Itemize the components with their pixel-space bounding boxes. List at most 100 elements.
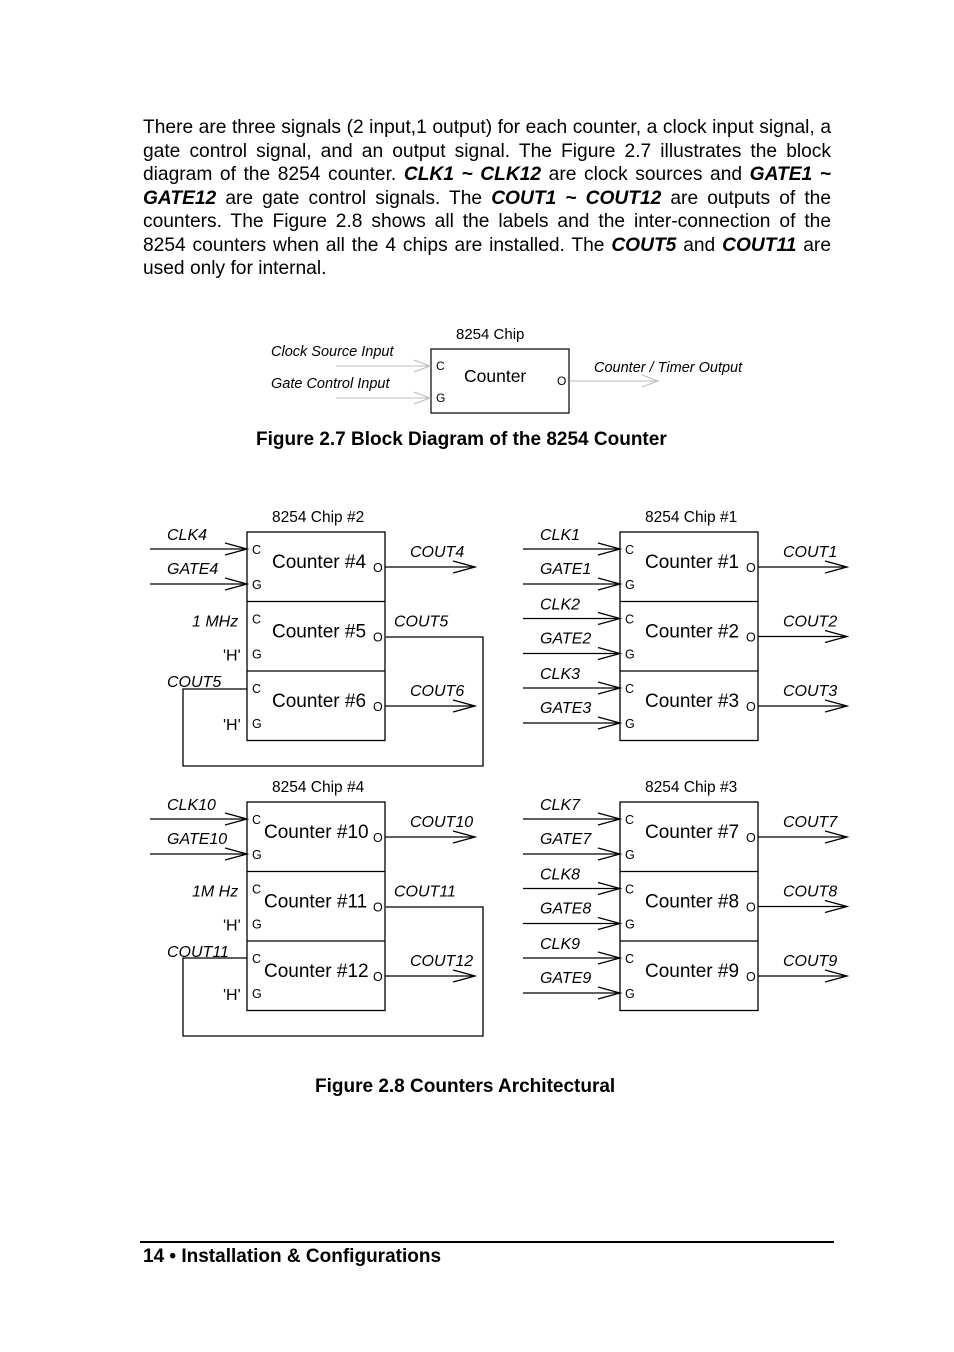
cout-range: COUT1 ~ COUT12 <box>491 187 662 209</box>
gate-input-arrow <box>523 646 623 661</box>
gate-range: GATE1 ~ GATE12 <box>143 164 831 209</box>
clock-input-arrow <box>150 812 250 826</box>
counter-output-label: COUT3 <box>783 683 837 700</box>
pin-c: C <box>252 883 261 897</box>
pin-o: O <box>373 700 383 714</box>
pin-g: G <box>625 717 635 731</box>
pin-g: G <box>252 578 262 592</box>
counter-output-label: COUT11 <box>394 884 456 901</box>
footer-bullet: • <box>169 1246 177 1267</box>
pin-o: O <box>746 700 756 714</box>
pin-g: G <box>252 648 262 662</box>
clock-input-label: COUT5 <box>167 674 221 691</box>
clock-input-label: 1M Hz <box>192 884 238 901</box>
counter-output-label: COUT1 <box>783 544 837 561</box>
counter-name: Counter #4 <box>272 552 366 573</box>
counter-output-label: COUT2 <box>783 614 837 631</box>
chip-title: 8254 Chip #4 <box>272 779 365 796</box>
clk-range: CLK1 ~ CLK12 <box>403 164 542 185</box>
cout5-feedback-wire <box>182 636 484 767</box>
figure-2-8-caption: Figure 2.8 Counters Architectural <box>315 1076 616 1097</box>
clock-input-arrow <box>523 951 623 965</box>
gate-input-label: GATE10 <box>167 831 227 848</box>
counter-name: Counter #7 <box>645 822 739 843</box>
gate-input-arrow <box>523 577 623 591</box>
pin-c: C <box>625 543 634 557</box>
para-text-4: are outputs of the counters. The Figure … <box>143 187 831 256</box>
counter-output-arrow <box>385 830 478 844</box>
counter-output-label: COUT6 <box>410 683 464 700</box>
clock-input-label: 1 MHz <box>192 614 238 631</box>
gate-input-label: GATE2 <box>540 631 591 648</box>
pin-c: C <box>252 613 261 627</box>
counter-name: Counter #1 <box>645 552 739 573</box>
pin-c: C <box>625 813 634 827</box>
fig27-signal-arrows <box>336 359 660 405</box>
pin-g: G <box>625 648 635 662</box>
pin-g: G <box>252 918 262 932</box>
pin-g: G <box>436 391 445 405</box>
clock-input-label: CLK4 <box>167 527 207 544</box>
counter-label: Counter <box>464 366 526 386</box>
chip-title: 8254 Chip #2 <box>272 509 364 526</box>
clock-input-arrow <box>523 611 623 626</box>
para-text-6: are used only for internal. <box>143 234 831 280</box>
counter-name: Counter #11 <box>264 892 367 913</box>
clock-input-label: CLK1 <box>540 527 580 544</box>
counter-output-label: COUT4 <box>410 544 464 561</box>
clock-input-label: CLK8 <box>540 867 580 884</box>
clock-input-arrow <box>523 542 623 556</box>
counter-block-diagram: 8254 Chip Counter C G O Clock Source Inp… <box>271 326 743 414</box>
pin-o: O <box>373 831 383 845</box>
pin-c: C <box>625 952 634 966</box>
counter-name: Counter #12 <box>264 961 369 982</box>
pin-o: O <box>746 901 756 915</box>
cout11-term: COUT11 <box>722 234 797 256</box>
chip-title: 8254 Chip #3 <box>645 779 737 796</box>
clock-input-label: CLK10 <box>167 797 216 814</box>
counter-name: Counter #9 <box>645 961 739 982</box>
counter-output-label: COUT12 <box>410 953 473 970</box>
counter-output-arrow <box>758 629 850 644</box>
clock-input-arrow <box>523 881 623 896</box>
counter-name: Counter #5 <box>272 622 366 643</box>
clock-input-label: CLK2 <box>540 597 580 614</box>
clock-input-arrow <box>523 812 623 826</box>
output-label: Counter / Timer Output <box>594 360 743 376</box>
counter-output-label: COUT10 <box>410 814 473 831</box>
footer-rule <box>140 1241 834 1243</box>
pin-o: O <box>373 901 383 915</box>
intro-paragraph: There are three signals (2 input,1 outpu… <box>143 116 831 281</box>
counter-output-arrow <box>758 699 850 713</box>
cout11-feedback-wire <box>182 906 484 1037</box>
pin-g: G <box>252 987 262 1001</box>
counter-output-label: COUT8 <box>783 884 837 901</box>
gate-input-arrow <box>523 847 623 861</box>
gate-input-label: 'H' <box>223 987 241 1004</box>
counter-output-label: COUT5 <box>394 614 448 631</box>
counter-name: Counter #10 <box>264 822 369 843</box>
clock-input-label: CLK7 <box>540 797 581 814</box>
para-text-1: There are three signals (2 input,1 outpu… <box>143 117 831 185</box>
counter-name: Counter #6 <box>272 691 366 712</box>
counter-box <box>430 348 570 414</box>
gate-input-arrow <box>523 916 623 931</box>
gate-input-label: GATE9 <box>540 970 591 987</box>
counter-output-arrow <box>385 969 478 983</box>
para-text-5: and <box>683 234 716 256</box>
pin-g: G <box>625 848 635 862</box>
gate-control-label: Gate Control Input <box>271 376 390 392</box>
gate-input-label: GATE7 <box>540 831 592 848</box>
counter-name: Counter #3 <box>645 691 739 712</box>
gate-input-arrow <box>523 716 623 730</box>
pin-c: C <box>252 952 261 966</box>
counter-output-arrow <box>758 899 850 914</box>
pin-o: O <box>746 561 756 575</box>
figure-2-7-caption: Figure 2.7 Block Diagram of the 8254 Cou… <box>256 429 667 450</box>
chip-outline <box>246 801 386 1012</box>
page-number: 14 <box>143 1246 165 1267</box>
gate-input-arrow <box>150 577 250 591</box>
